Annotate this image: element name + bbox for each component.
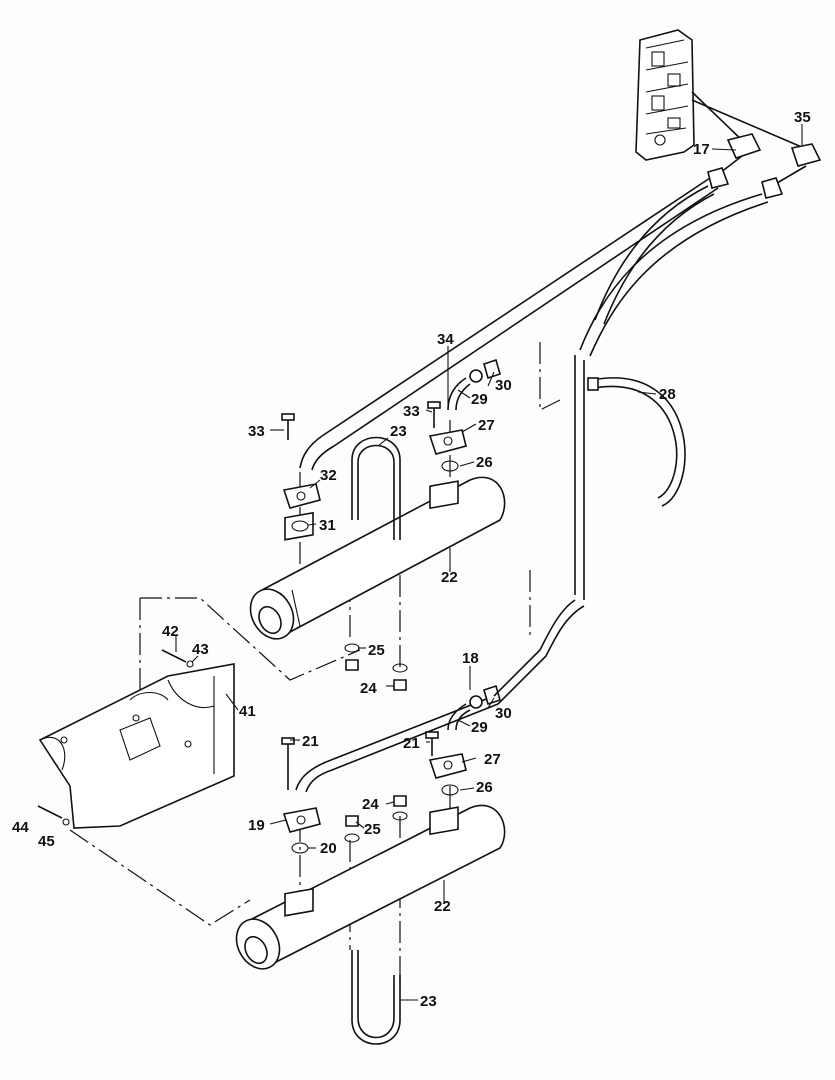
callout-43: 43 (192, 641, 209, 658)
hose-assembly-upper (299, 91, 822, 600)
callout-20: 20 (320, 840, 337, 857)
callout-21: 21 (302, 733, 319, 750)
bracket-41 (37, 649, 235, 829)
callout-30: 30 (495, 377, 512, 394)
callout-34: 34 (437, 331, 454, 348)
callout-24: 24 (362, 796, 379, 813)
callout-24: 24 (360, 680, 377, 697)
fittings-lower (281, 599, 585, 854)
callout-31: 31 (319, 517, 336, 534)
valve-block (635, 29, 695, 161)
callout-25: 25 (368, 642, 385, 659)
callout-44: 44 (12, 819, 29, 836)
callout-45: 45 (38, 833, 55, 850)
callout-27: 27 (484, 751, 501, 768)
callout-25: 25 (364, 821, 381, 838)
callout-35: 35 (794, 109, 811, 126)
u-bolt-lower (351, 950, 401, 1045)
callout-29: 29 (471, 391, 488, 408)
callout-30: 30 (495, 705, 512, 722)
callout-22: 22 (434, 898, 451, 915)
callout-21: 21 (403, 735, 420, 752)
callout-labels: 17 35 34 30 29 33 33 23 27 28 26 32 31 2… (12, 109, 811, 1010)
callout-18: 18 (462, 650, 479, 667)
cooler-lower (235, 804, 506, 970)
reference-lines (69, 342, 561, 980)
callout-28: 28 (659, 386, 676, 403)
callout-29: 29 (471, 719, 488, 736)
callout-33: 33 (403, 403, 420, 420)
callout-42: 42 (162, 623, 179, 640)
callout-33: 33 (248, 423, 265, 440)
callout-41: 41 (239, 703, 256, 720)
cooler-upper (249, 476, 506, 640)
callout-26: 26 (476, 779, 493, 796)
callout-23: 23 (390, 423, 407, 440)
callout-17: 17 (693, 141, 710, 158)
u-bolt-upper (351, 436, 401, 540)
callout-22: 22 (441, 569, 458, 586)
callout-23: 23 (420, 993, 437, 1010)
hose-28 (587, 377, 686, 507)
fittings-upper (281, 358, 501, 691)
callout-26: 26 (476, 454, 493, 471)
callout-32: 32 (320, 467, 337, 484)
callout-27: 27 (478, 417, 495, 434)
leader-lines (175, 124, 803, 1001)
callout-19: 19 (248, 817, 265, 834)
